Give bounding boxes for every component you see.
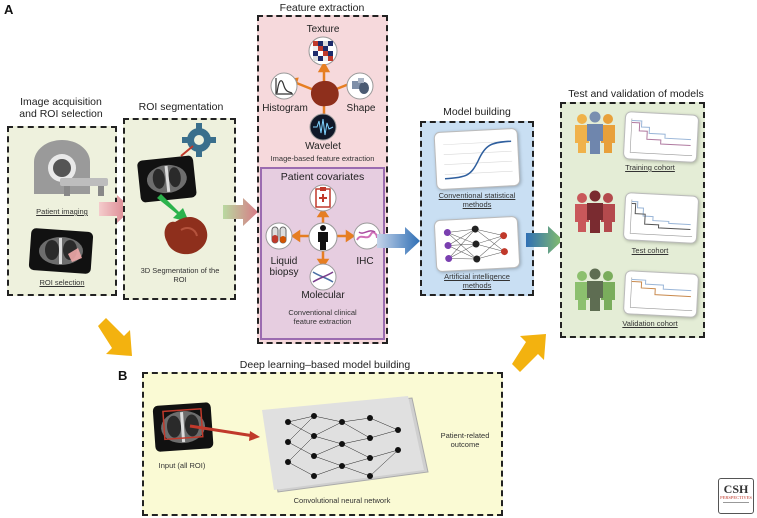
panel-label-b: B xyxy=(118,368,128,383)
wavelet-icon xyxy=(309,113,337,141)
outcome-line2: outcome xyxy=(450,439,480,449)
survival-curve-icon xyxy=(629,199,693,237)
test-curve-thumbnail xyxy=(622,192,700,244)
stage5-title: Test and validation of models xyxy=(568,88,704,100)
neural-network-icon xyxy=(443,225,508,263)
segmentation-caption: 3D Segmentation of the ROI xyxy=(126,266,234,284)
segmentation-caption-line1: 3D Segmentation of the xyxy=(140,266,220,275)
validation-cohort-label: Validation cohort xyxy=(622,319,678,328)
people-group-icon xyxy=(575,190,615,233)
arrow-segmentation-to-features xyxy=(223,198,258,226)
test-cohort-label: Test cohort xyxy=(631,246,669,255)
logo-helix xyxy=(723,502,749,511)
logo-line1: CSH xyxy=(723,482,749,496)
ai-line1: Artificial intelligence xyxy=(444,272,510,281)
molecular-label: Molecular xyxy=(301,290,345,301)
input-ct-illustration xyxy=(152,402,260,452)
stage4-title: Model building xyxy=(443,106,511,118)
cnn-label: Convolutional neural network xyxy=(293,496,391,505)
medical-record-icon xyxy=(309,184,337,212)
input-label: Input (all ROI) xyxy=(158,461,206,470)
segmentation-illustration xyxy=(137,123,216,255)
dna-icon xyxy=(309,263,337,291)
logo-line2: PERSPECTIVES xyxy=(720,495,752,500)
shape-label: Shape xyxy=(346,103,376,114)
histogram-icon xyxy=(270,72,298,100)
clinical-feature-line2: feature extraction xyxy=(293,316,352,326)
training-cohort-label: Training cohort xyxy=(625,163,675,172)
texture-icon xyxy=(308,36,338,66)
csh-perspectives-logo: CSH PERSPECTIVES xyxy=(718,478,754,514)
person-icon xyxy=(308,222,338,252)
clinical-feature-line1: Conventional clinical xyxy=(288,308,357,317)
stage2-title: ROI segmentation xyxy=(138,101,224,113)
outcome-label: Patient-related outcome xyxy=(432,431,498,449)
survival-curve-icon xyxy=(629,118,693,156)
patient-covariates-title: Patient covariates xyxy=(280,171,365,183)
arrow-features-to-model xyxy=(377,227,420,255)
liquid-biopsy-line1: Liquid xyxy=(270,256,298,267)
stage1-title-line1: Image acquisition xyxy=(20,96,102,108)
training-curve-thumbnail xyxy=(622,111,700,163)
ct-scan-icon xyxy=(28,228,94,274)
statistical-line2: methods xyxy=(462,199,492,209)
statistical-line1: Conventional statistical xyxy=(438,191,516,200)
microscope-icon xyxy=(353,222,381,250)
stage3-title: Feature extraction xyxy=(279,2,365,14)
ihc-label: IHC xyxy=(356,256,374,267)
clinical-feature-label: Conventional clinical feature extraction xyxy=(262,308,383,326)
stage1-title-line2: and ROI selection xyxy=(19,108,103,121)
mri-scanner-icon xyxy=(34,140,108,196)
statistical-thumbnail xyxy=(433,127,521,191)
roi-selection-label: ROI selection xyxy=(39,278,85,287)
stage1-title: Image acquisition and ROI selection xyxy=(2,96,120,120)
tumor-icon xyxy=(164,216,208,255)
statistical-methods-label: Conventional statistical methods xyxy=(422,191,532,209)
panel-label-a: A xyxy=(4,2,14,17)
tumor-icon xyxy=(310,80,339,107)
test-tube-icon xyxy=(265,222,293,250)
people-group-icon xyxy=(575,111,615,154)
ai-thumbnail xyxy=(433,215,521,273)
ai-methods-label: Artificial intelligence methods xyxy=(422,272,532,290)
shape-icon xyxy=(346,72,374,100)
roi-segmentation-box xyxy=(123,118,236,300)
survival-curve-icon xyxy=(629,277,693,311)
arrow-to-deep-learning xyxy=(98,318,132,356)
outcome-line1: Patient-related xyxy=(440,431,490,440)
arrow-model-to-validation xyxy=(526,226,563,254)
people-group-icon xyxy=(575,268,615,311)
liquid-biopsy-label: Liquid biopsy xyxy=(262,256,306,278)
covariates-illustration xyxy=(265,184,381,291)
wavelet-label: Wavelet xyxy=(305,141,341,152)
validation-curve-thumbnail xyxy=(622,270,700,318)
histogram-label: Histogram xyxy=(262,103,308,114)
cnn-icon xyxy=(262,396,429,493)
sigmoid-curve-icon xyxy=(443,140,513,180)
image-based-label: Image-based feature extraction xyxy=(270,154,375,163)
ai-line2: methods xyxy=(462,280,492,290)
texture-label: Texture xyxy=(306,24,340,35)
segmentation-caption-line2: ROI xyxy=(173,274,187,284)
panel-b-title: Deep learning–based model building xyxy=(239,359,411,371)
arrow-from-deep-learning xyxy=(512,334,546,372)
patient-imaging-label: Patient imaging xyxy=(36,207,88,216)
liquid-biopsy-line2: biopsy xyxy=(269,267,299,278)
